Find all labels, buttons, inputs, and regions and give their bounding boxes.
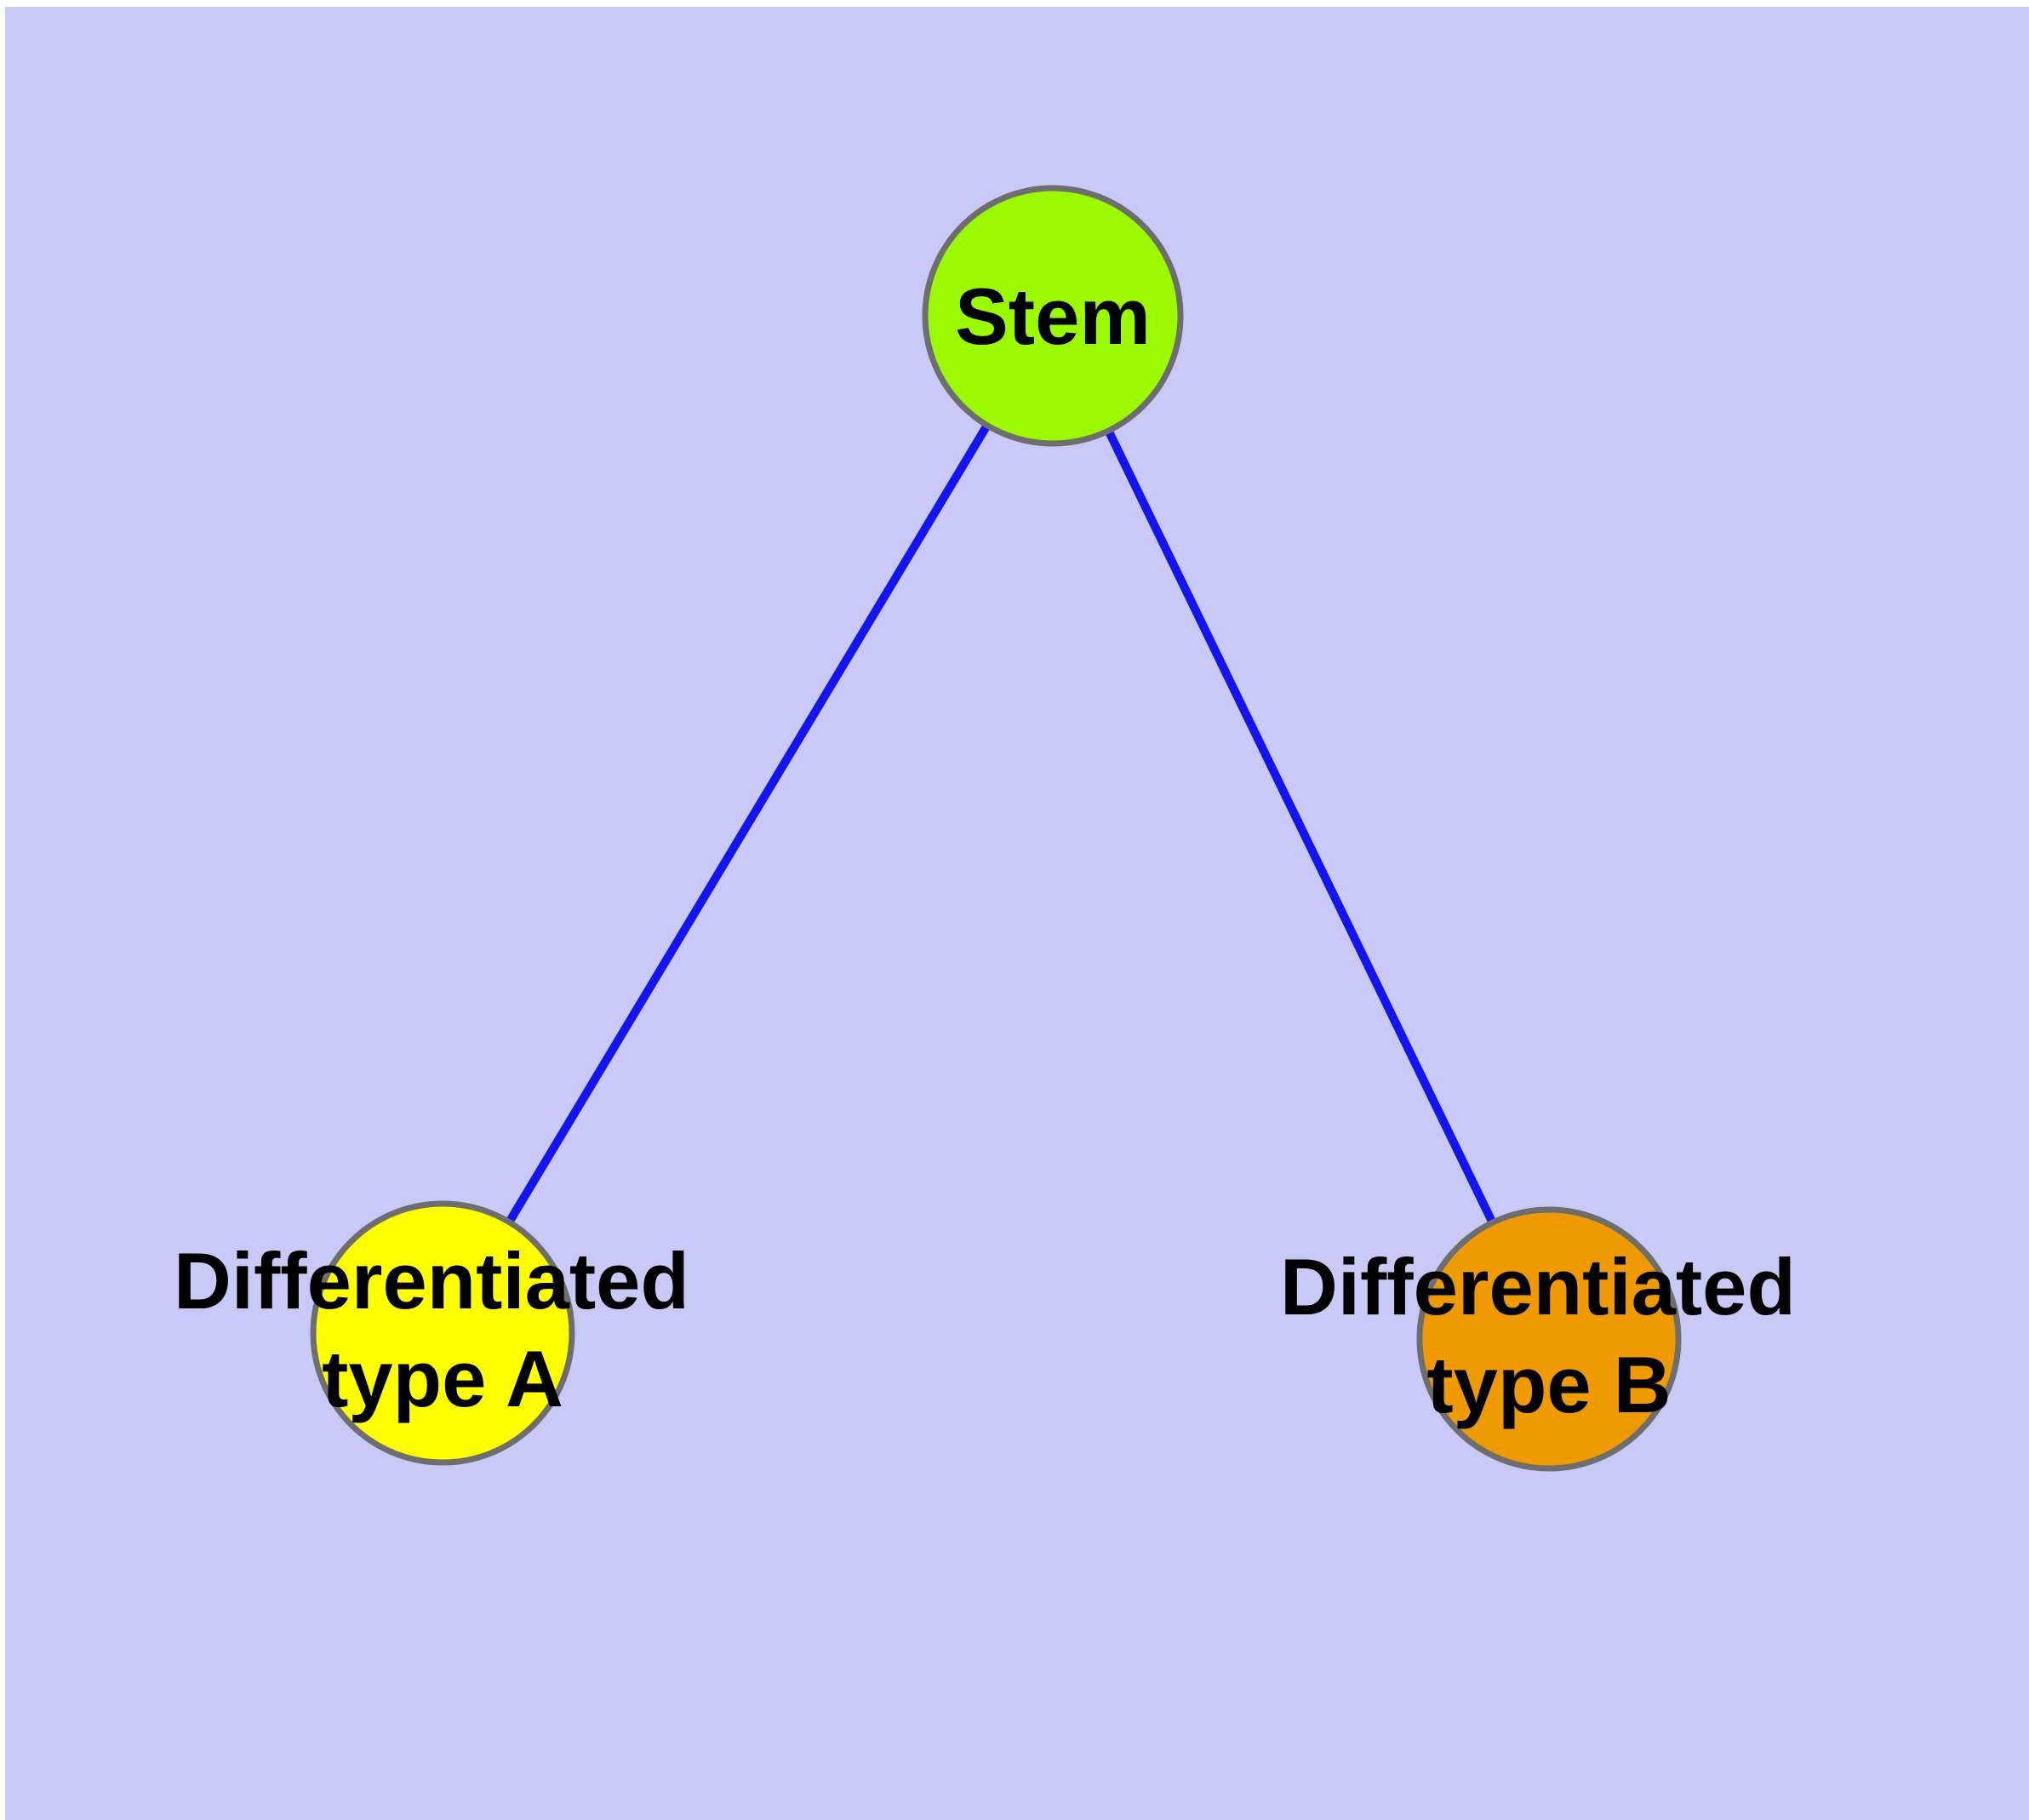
node-type-a-label-line2: type A [322,1334,563,1423]
edge-stem-to-type-a [438,313,1057,1336]
node-type-b-label-line1: Differentiated [1280,1242,1796,1331]
node-type-a-circle [310,1200,575,1466]
node-type-a-label-line1: Differentiated [174,1236,689,1325]
node-stem-circle [922,185,1184,447]
node-stem-label: Stem [955,272,1151,361]
node-type-b-label-line2: type B [1426,1340,1671,1429]
node-type-b-circle [1416,1206,1682,1472]
edge-stem-to-type-b [1049,313,1553,1342]
node-type-a-label: Differentiated type A [174,1236,712,1423]
node-type-b-label: Differentiated type B [1280,1242,1818,1429]
